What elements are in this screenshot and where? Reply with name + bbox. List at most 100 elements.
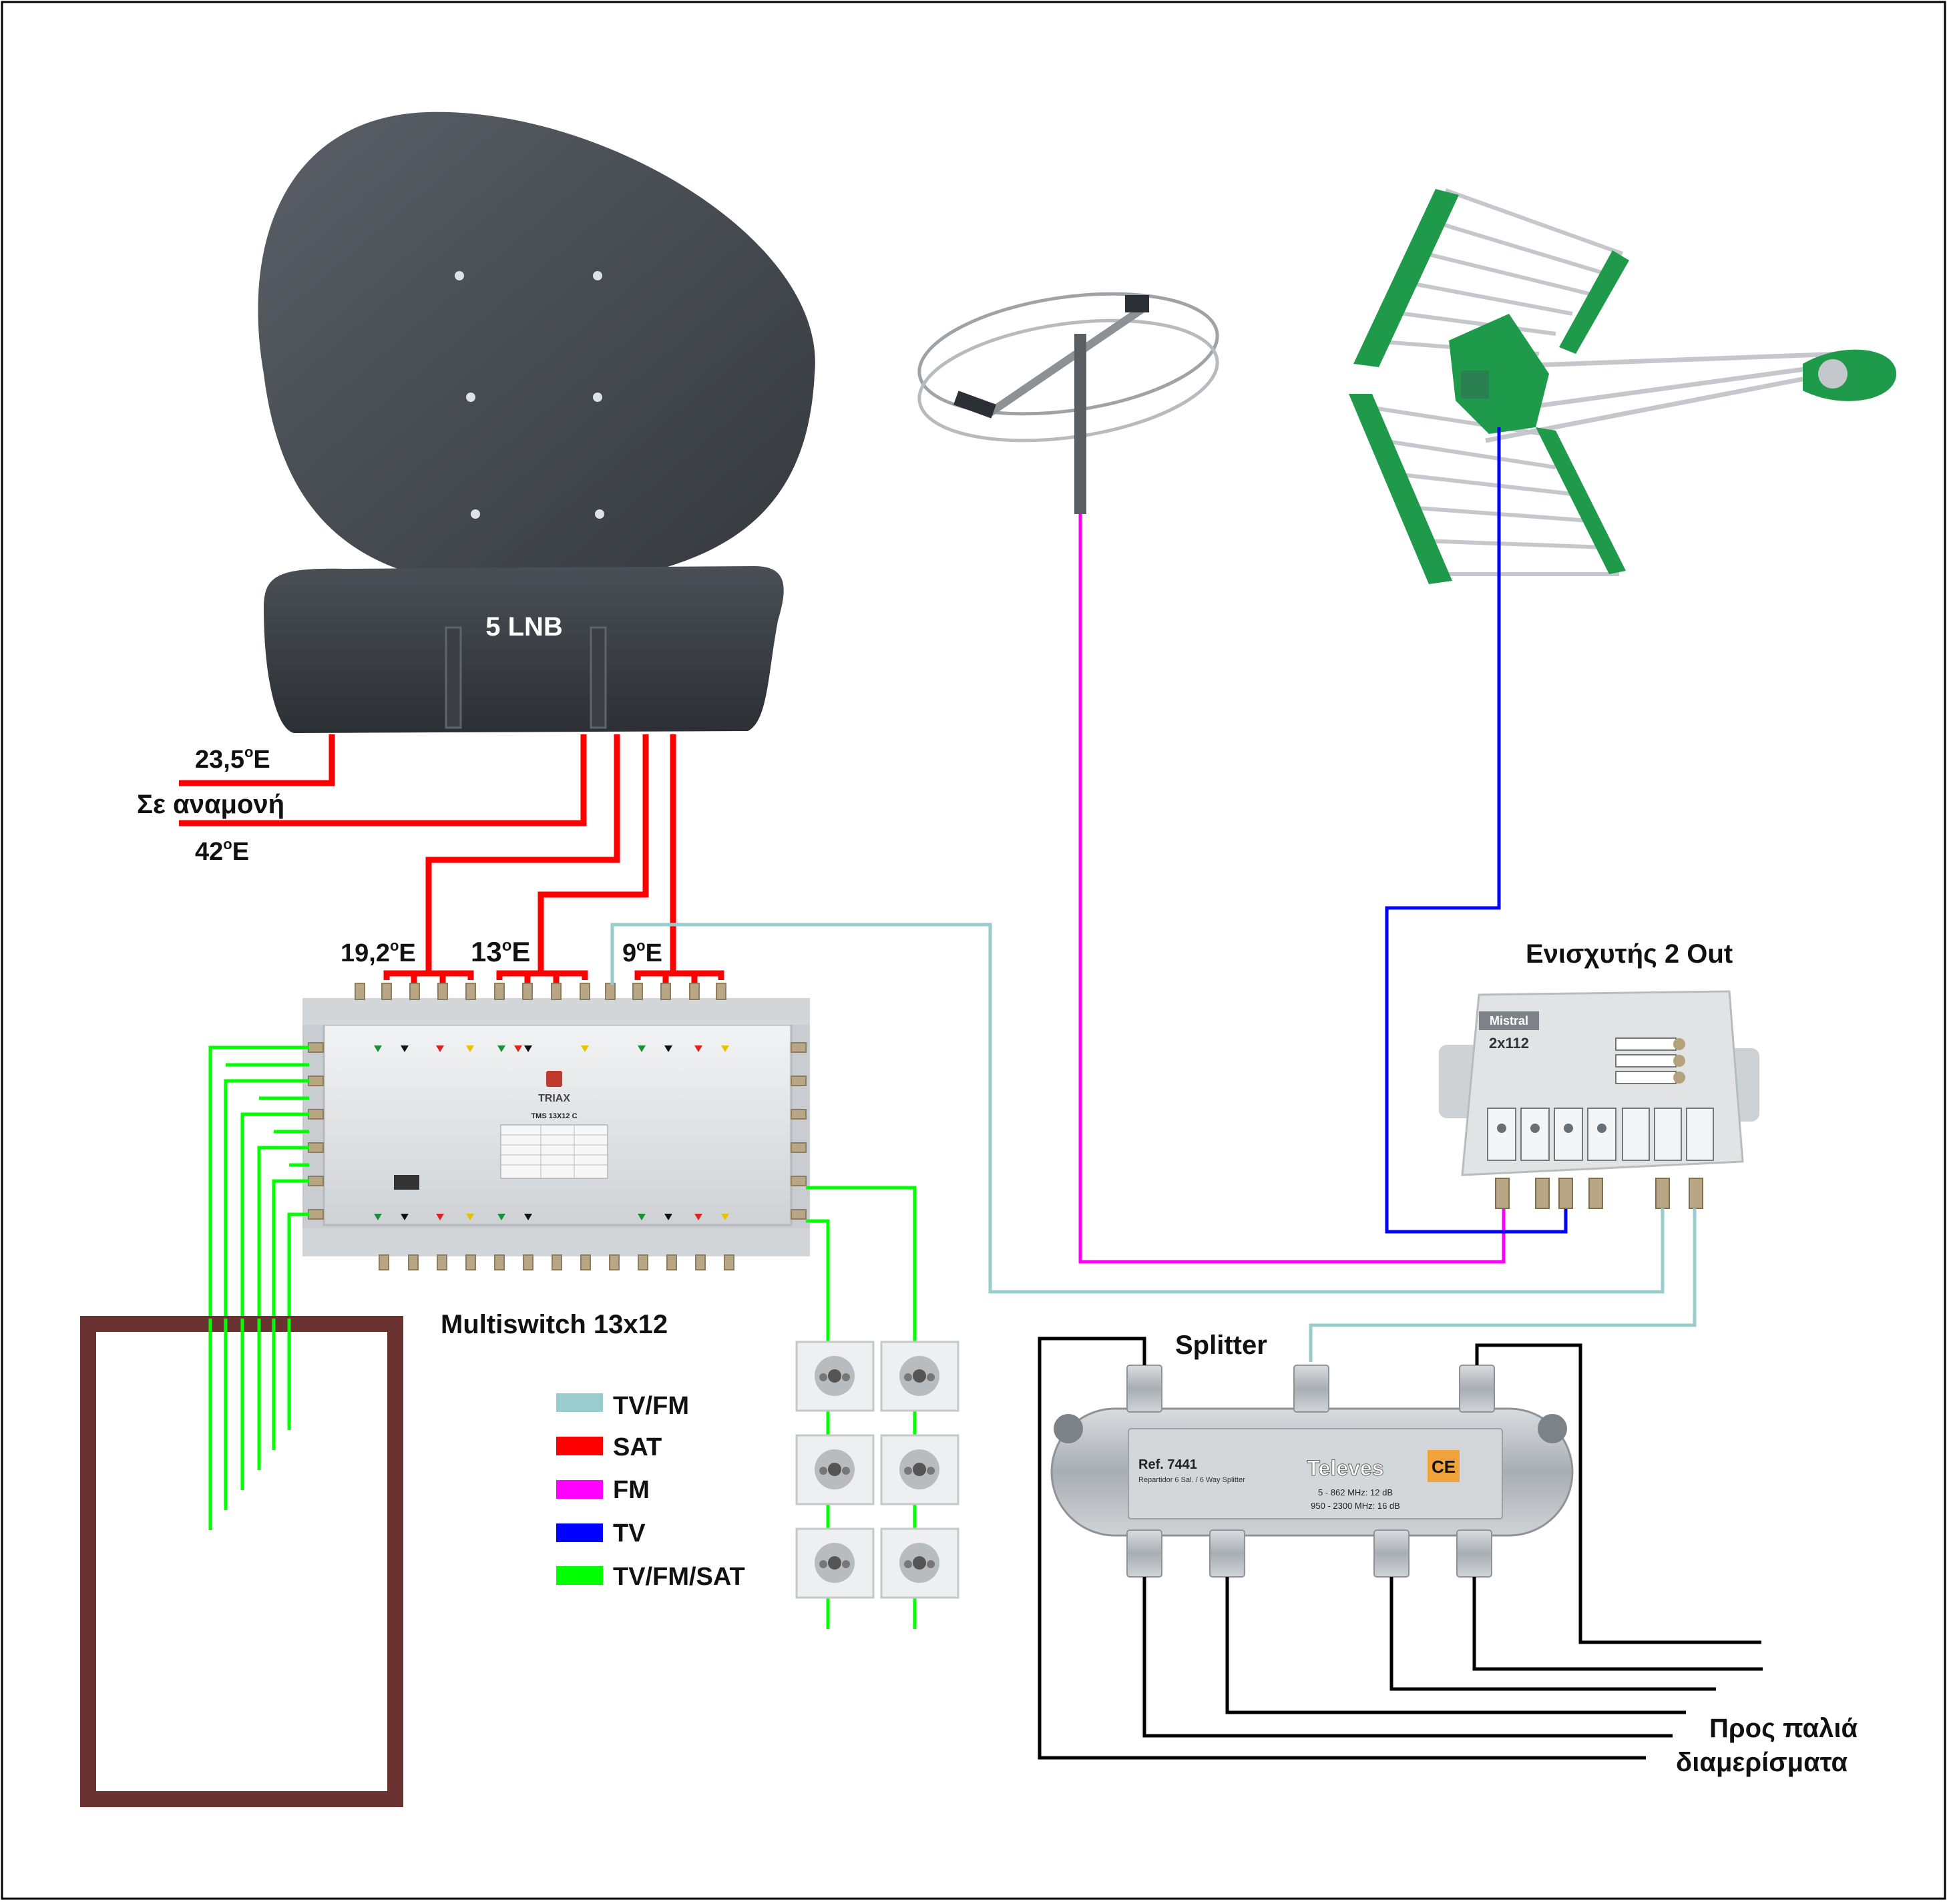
- splitter-port-out: [1456, 1529, 1492, 1578]
- lnb-bracket-left: [445, 626, 462, 729]
- wall-socket: [795, 1341, 875, 1412]
- tvfm-cables: [610, 923, 1697, 1362]
- legend-swatch-tvfm: [556, 1393, 603, 1412]
- sat-line-23-5: [179, 734, 335, 786]
- uhf-reflector-upper-right: [1559, 250, 1629, 354]
- multiswitch-label: Multiswitch 13x12: [441, 1310, 668, 1339]
- splitter-label-plate: [1128, 1428, 1503, 1519]
- black-line-2: [1142, 1577, 1673, 1738]
- ce-mark: CE: [1432, 1457, 1456, 1477]
- lnb-bracket-right: [590, 626, 607, 729]
- multiswitch-model: TMS 13X12 C: [531, 1112, 577, 1120]
- amp-brand: Mistral: [1490, 1014, 1528, 1027]
- old-apartments-line1: Προς παλιά: [1709, 1714, 1858, 1743]
- label-13: 13oE: [471, 936, 530, 967]
- multiswitch-top-connectors: [355, 983, 726, 1000]
- splitter-brand: Televes: [1307, 1456, 1383, 1480]
- black-line-4: [1389, 1577, 1716, 1691]
- compliance-badge: [394, 1175, 419, 1190]
- label-42: 42oE: [195, 836, 249, 866]
- uhf-clamp-bolt: [1818, 359, 1848, 389]
- splitter-port-out: [1126, 1529, 1162, 1578]
- triax-logo-icon: [546, 1071, 562, 1087]
- splitter-port-out: [1126, 1365, 1162, 1413]
- satellite-dish: 5 LNB: [258, 111, 815, 733]
- legend-swatch-tvfmsat: [556, 1566, 603, 1585]
- amp-leds: [1615, 1037, 1685, 1084]
- label-23-5: 23,5oE: [195, 744, 270, 774]
- sat-line-19-2: [425, 734, 620, 973]
- fm-cable: [1078, 514, 1506, 1264]
- legend-label-tvfmsat: TV/FM/SAT: [613, 1563, 745, 1591]
- multiswitch-brand: TRIAX: [538, 1093, 570, 1104]
- old-apartments-line2: διαμερίσματα: [1676, 1748, 1848, 1777]
- amp-trim-pots: [1497, 1124, 1606, 1133]
- multiswitch-indicators: [374, 1045, 729, 1220]
- wall-socket: [880, 1341, 959, 1412]
- fm-antenna: [917, 292, 1219, 514]
- legend-label-sat: SAT: [613, 1433, 662, 1461]
- splitter-screw-right: [1538, 1414, 1567, 1443]
- splitter: Ref. 7441 Repartidor 6 Sal. / 6 Way Spli…: [1050, 1365, 1574, 1578]
- multiswitch-bottom-connectors: [379, 1254, 734, 1270]
- splitter-spec1: 5 - 862 MHz: 12 dB: [1318, 1487, 1393, 1497]
- amplifier: Mistral 2x112: [1439, 990, 1759, 1209]
- sat-manifold-9: [634, 970, 724, 980]
- legend-swatch-tv: [556, 1523, 603, 1542]
- tvfm-to-splitter: [1309, 1208, 1697, 1362]
- splitter-spec2: 950 - 2300 MHz: 16 dB: [1311, 1501, 1400, 1511]
- sat-cables: [179, 734, 724, 985]
- legend-swatch-fm: [556, 1480, 603, 1499]
- label-19-2: 19,2oE: [341, 937, 416, 967]
- wall-socket: [880, 1527, 959, 1599]
- uhf-reflector-lower-right: [1536, 427, 1626, 574]
- uhf-center-block: [1449, 314, 1549, 434]
- old-apartment-cables: [1038, 1337, 1763, 1760]
- green-building-drops: [208, 1319, 291, 1530]
- lnb-housing: [264, 566, 784, 733]
- black-line-5: [1472, 1577, 1763, 1671]
- uhf-boom-clamp: [1803, 349, 1896, 401]
- splitter-ref: Ref. 7441: [1138, 1457, 1197, 1472]
- label-9: 9oE: [622, 937, 662, 967]
- lnb-label: 5 LNB: [485, 612, 563, 642]
- multiswitch-side-connectors: [308, 1042, 807, 1220]
- wall-sockets: [795, 1341, 959, 1599]
- splitter-port-out: [1459, 1365, 1495, 1413]
- wall-socket: [795, 1527, 875, 1599]
- splitter-port-out: [1209, 1529, 1245, 1578]
- sat-line-13: [537, 734, 649, 973]
- black-line-3: [1225, 1577, 1686, 1714]
- amp-model: 2x112: [1489, 1035, 1529, 1051]
- legend: TV/FM SAT FM TV TV/FM/SAT: [556, 1392, 745, 1591]
- legend-label-fm: FM: [613, 1476, 650, 1504]
- amp-input-panel: [1487, 1108, 1714, 1161]
- multiswitch-spec-grid: [501, 1125, 608, 1178]
- legend-label-tv: TV: [613, 1519, 646, 1548]
- tvfm-to-multiswitch: [610, 923, 1665, 1294]
- splitter-port-in: [1293, 1365, 1329, 1413]
- sat-manifold-19-2: [383, 970, 474, 980]
- sat-line-42: [179, 734, 587, 826]
- amp-brand-plate: [1479, 1011, 1539, 1030]
- multiswitch-spec-table: [500, 1124, 608, 1179]
- amp-connectors: [1495, 1178, 1703, 1209]
- tv-cable: [1385, 427, 1568, 1234]
- black-line-1: [1038, 1337, 1646, 1760]
- amplifier-label: Ενισχυτής 2 Out: [1526, 939, 1733, 969]
- fm-end-cap: [953, 391, 996, 419]
- splitter-desc: Repartidor 6 Sal. / 6 Way Splitter: [1138, 1476, 1245, 1484]
- uhf-balun: [1461, 371, 1489, 399]
- ce-badge: [1428, 1450, 1460, 1482]
- splitter-screw-left: [1054, 1414, 1083, 1443]
- label-standby: Σε αναμονή: [137, 790, 284, 819]
- dish-bolts: [455, 271, 604, 519]
- wall-socket: [880, 1434, 959, 1505]
- sat-manifold-13: [496, 970, 588, 980]
- fm-dipole-box: [1125, 295, 1149, 312]
- legend-label-tvfm: TV/FM: [613, 1392, 689, 1420]
- dish-reflector: [258, 111, 815, 588]
- uhf-antenna: [1349, 188, 1896, 584]
